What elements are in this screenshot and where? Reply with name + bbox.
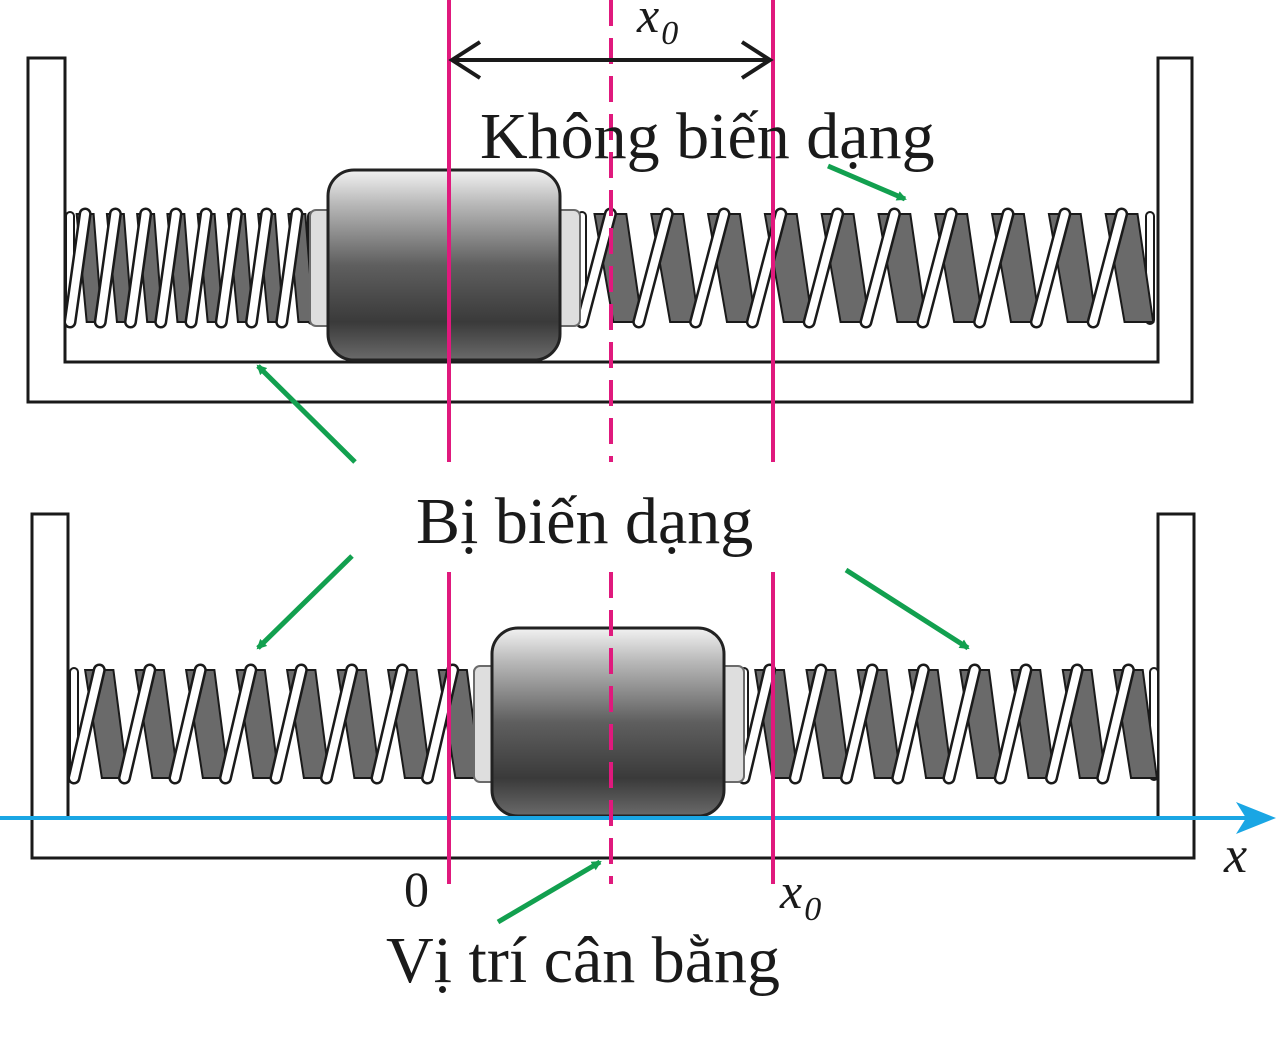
spring-coil-front [373, 666, 407, 782]
spring-coil-front [975, 210, 1012, 326]
spring-coil-front [1089, 210, 1126, 326]
x0-top-label: x0 [636, 0, 678, 52]
spring-coil-front [96, 210, 120, 326]
spring-coil-front [918, 210, 956, 326]
spring-coil-front [277, 210, 301, 326]
x0-dimension-arrow [448, 40, 774, 80]
spring-coil-front [996, 666, 1030, 782]
spring-coil-front [221, 666, 255, 782]
spring-coil-front [1098, 666, 1133, 782]
reference-lines [447, 0, 775, 884]
top-system [26, 56, 1194, 404]
spring-coil-front [578, 210, 615, 326]
axis-name-label: x [1223, 827, 1247, 884]
spring-coil-front [893, 666, 928, 782]
spring-coil-front [66, 210, 90, 326]
spring-coil-front [1047, 666, 1082, 782]
top-left-spring [63, 207, 317, 329]
equilibrium-label: Vị trí cân bằng [386, 924, 780, 997]
arrow-to-equilibrium [496, 859, 602, 925]
bottom-frame [30, 512, 1196, 860]
spring-coil-front [691, 210, 728, 326]
spring-coil-front [634, 210, 672, 326]
spring-coil-front [120, 666, 154, 782]
spring-coil-front [805, 210, 842, 326]
spring-coil-front [740, 666, 774, 782]
origin-label: 0 [404, 861, 429, 917]
spring-coil-front [156, 210, 180, 326]
arrow-to-bottom-left-spring [256, 554, 354, 650]
top-frame [26, 56, 1194, 404]
bottom-left-spring [67, 663, 483, 785]
spring-coil-front [70, 666, 104, 782]
spring-coil-front [322, 666, 356, 782]
spring-coil-front [171, 666, 205, 782]
spring-coil-front [272, 666, 306, 782]
spring-coil-front [862, 210, 899, 326]
spring-coil-front [187, 210, 211, 326]
bottom-right-spring [737, 663, 1159, 785]
x-axis-arrowhead [1236, 802, 1276, 834]
arrow-to-top-right-spring [827, 163, 907, 202]
top-right-spring [575, 207, 1155, 329]
spring-coil-front [126, 210, 150, 326]
arrow-to-top-frame [256, 364, 357, 464]
arrow-to-bottom-right-spring [844, 567, 970, 651]
spring-coil-front [247, 210, 271, 326]
spring-coil-front [945, 666, 979, 782]
x-axis [0, 802, 1276, 834]
x0-axis-label: x0 [779, 863, 821, 928]
spring-coil-front [791, 666, 825, 782]
bottom-system [30, 512, 1196, 860]
deformed-label: Bị biến dạng [416, 485, 753, 558]
top-mass [309, 168, 581, 362]
spring-coil-front [1032, 210, 1069, 326]
spring-coil-front [748, 210, 785, 326]
spring-coil-front [842, 666, 877, 782]
pointer-arrows [256, 163, 970, 925]
undeformed-label: Không biến dạng [480, 100, 935, 173]
spring-coil-front [217, 210, 241, 326]
